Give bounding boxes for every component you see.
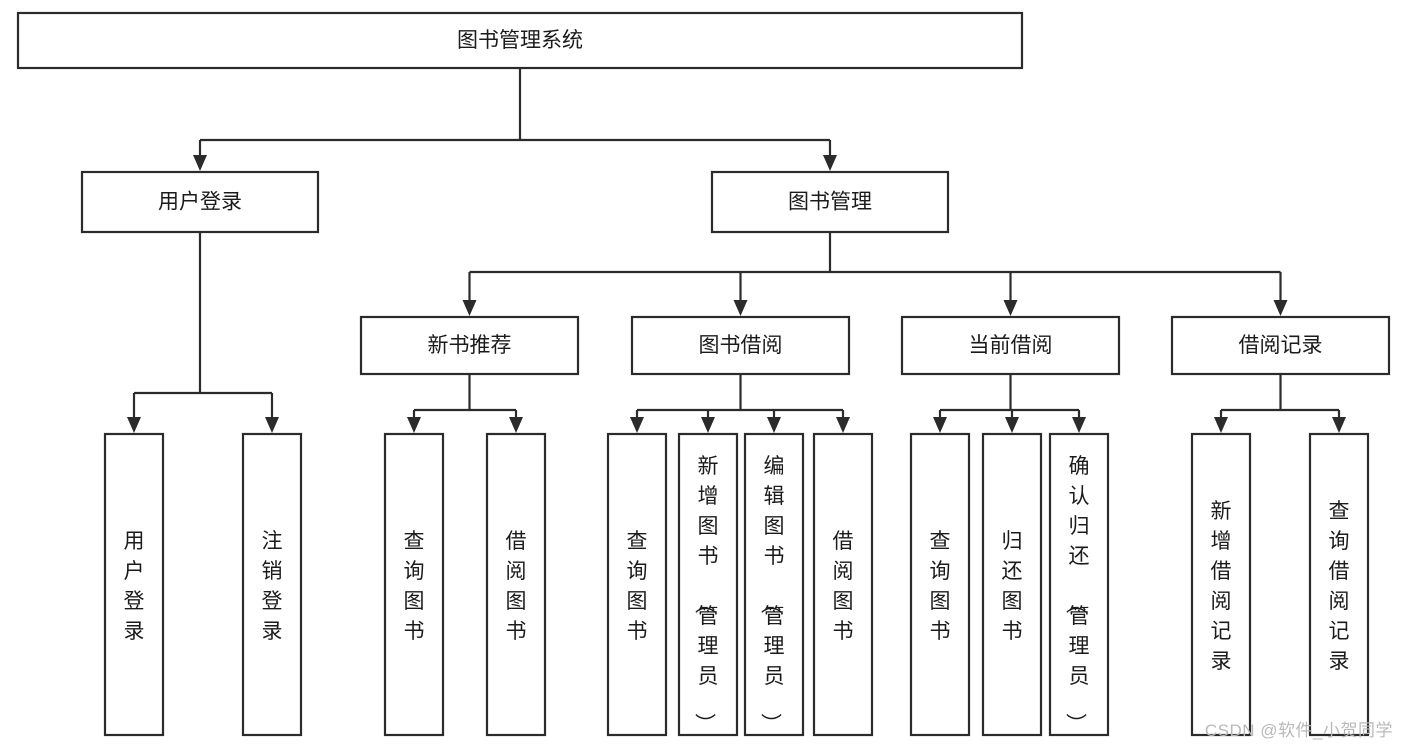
level3-node-3-box[interactable]	[1170, 315, 1391, 376]
level2-node-1-box[interactable]	[710, 170, 950, 234]
leaf-node-10-box[interactable]	[1048, 432, 1110, 737]
user-login-to-leaves-arrow-0	[127, 417, 141, 433]
level3-node-0[interactable]: 新书推荐	[359, 315, 580, 376]
leaf-node-4[interactable]: 查询图书	[606, 432, 668, 737]
connector-layer	[127, 68, 1346, 433]
leaf-node-0-box[interactable]	[103, 432, 165, 737]
level2-node-1[interactable]: 图书管理	[710, 170, 950, 234]
leaf-node-9-label: 归还图书	[1002, 530, 1023, 643]
level3-2-to-leaves-arrow-0	[933, 417, 947, 433]
level3-node-2-label: 当前借阅	[969, 334, 1053, 357]
leaf-node-5-box[interactable]	[677, 432, 739, 737]
level2-node-0[interactable]: 用户登录	[80, 170, 320, 234]
leaf-node-1-box[interactable]	[241, 432, 303, 737]
user-login-to-leaves-arrow-1	[265, 417, 279, 433]
leaf-node-12-box[interactable]	[1308, 432, 1370, 737]
level3-0-to-leaves-arrow-0	[407, 417, 421, 433]
leaf-node-4-box[interactable]	[606, 432, 668, 737]
csdn-watermark: CSDN @软件_小贺同学	[1204, 721, 1393, 740]
level3-0-to-leaves-arrow-1	[509, 417, 523, 433]
level3-1-to-leaves-arrow-2	[767, 417, 781, 433]
level3-node-1[interactable]: 图书借阅	[630, 315, 851, 376]
level3-3-to-leaves-arrow-0	[1214, 417, 1228, 433]
leaf-node-3-label: 借阅图书	[506, 530, 527, 643]
level2-node-0-label: 用户登录	[158, 191, 242, 214]
level2-node-1-label: 图书管理	[788, 191, 872, 214]
level3-1-to-leaves-arrow-3	[836, 417, 850, 433]
leaf-node-6[interactable]: 编辑图书（管理员）	[743, 432, 805, 737]
book-mgmt-to-level3-arrow-0	[462, 300, 477, 316]
leaf-node-2-box[interactable]	[383, 432, 445, 737]
node-layer: 图书管理系统用户登录图书管理新书推荐图书借阅当前借阅借阅记录用户登录注销登录查询…	[16, 11, 1391, 737]
leaf-node-3-box[interactable]	[485, 432, 547, 737]
leaf-node-11-label: 新增借阅记录	[1211, 500, 1232, 673]
leaf-node-7-label: 借阅图书	[833, 530, 854, 643]
root-node-book-management-system[interactable]: 图书管理系统	[16, 11, 1024, 70]
leaf-node-1-label: 注销登录	[262, 530, 283, 643]
leaf-node-2-label: 查询图书	[404, 530, 425, 643]
leaf-node-10-label: 确认归还（管理员）	[1064, 455, 1090, 734]
book-mgmt-to-level3-arrow-3	[1273, 300, 1288, 316]
root-node-book-management-system-label: 图书管理系统	[457, 29, 583, 52]
root-to-level2-arrow-1	[823, 155, 837, 171]
leaf-node-9[interactable]: 归还图书	[981, 432, 1043, 737]
root-node-book-management-system-box[interactable]	[16, 11, 1024, 70]
root-to-level2-arrow-0	[193, 155, 207, 171]
level3-node-3[interactable]: 借阅记录	[1170, 315, 1391, 376]
leaf-node-5-label: 新增图书（管理员）	[693, 455, 719, 734]
leaf-node-10[interactable]: 确认归还（管理员）	[1048, 432, 1110, 737]
leaf-node-6-box[interactable]	[743, 432, 805, 737]
leaf-node-8[interactable]: 查询图书	[909, 432, 971, 737]
leaf-node-0-label: 用户登录	[124, 530, 145, 643]
leaf-node-0[interactable]: 用户登录	[103, 432, 165, 737]
leaf-node-12-label: 查询借阅记录	[1329, 500, 1350, 673]
book-mgmt-to-level3-arrow-1	[733, 300, 748, 316]
leaf-node-11-box[interactable]	[1190, 432, 1252, 737]
level3-node-2-box[interactable]	[900, 315, 1121, 376]
book-mgmt-to-level3-arrow-2	[1003, 300, 1018, 316]
leaf-node-4-label: 查询图书	[627, 530, 648, 643]
level3-2-to-leaves-arrow-2	[1072, 417, 1086, 433]
leaf-node-7[interactable]: 借阅图书	[812, 432, 874, 737]
leaf-node-8-label: 查询图书	[930, 530, 951, 643]
leaf-node-1[interactable]: 注销登录	[241, 432, 303, 737]
level3-node-0-box[interactable]	[359, 315, 580, 376]
leaf-node-8-box[interactable]	[909, 432, 971, 737]
level3-node-0-label: 新书推荐	[428, 334, 512, 357]
level2-node-0-box[interactable]	[80, 170, 320, 234]
level3-node-1-box[interactable]	[630, 315, 851, 376]
leaf-node-5[interactable]: 新增图书（管理员）	[677, 432, 739, 737]
level3-node-3-label: 借阅记录	[1239, 334, 1323, 357]
leaf-node-12[interactable]: 查询借阅记录	[1308, 432, 1370, 737]
leaf-node-9-box[interactable]	[981, 432, 1043, 737]
level3-3-to-leaves-arrow-1	[1332, 417, 1346, 433]
level3-2-to-leaves-arrow-1	[1005, 417, 1019, 433]
level3-1-to-leaves-arrow-1	[701, 417, 715, 433]
level3-1-to-leaves-arrow-0	[630, 417, 644, 433]
leaf-node-3[interactable]: 借阅图书	[485, 432, 547, 737]
leaf-node-2[interactable]: 查询图书	[383, 432, 445, 737]
leaf-node-6-label: 编辑图书（管理员）	[759, 455, 785, 734]
leaf-node-11[interactable]: 新增借阅记录	[1190, 432, 1252, 737]
leaf-node-7-box[interactable]	[812, 432, 874, 737]
level3-node-2[interactable]: 当前借阅	[900, 315, 1121, 376]
level3-node-1-label: 图书借阅	[699, 334, 783, 357]
